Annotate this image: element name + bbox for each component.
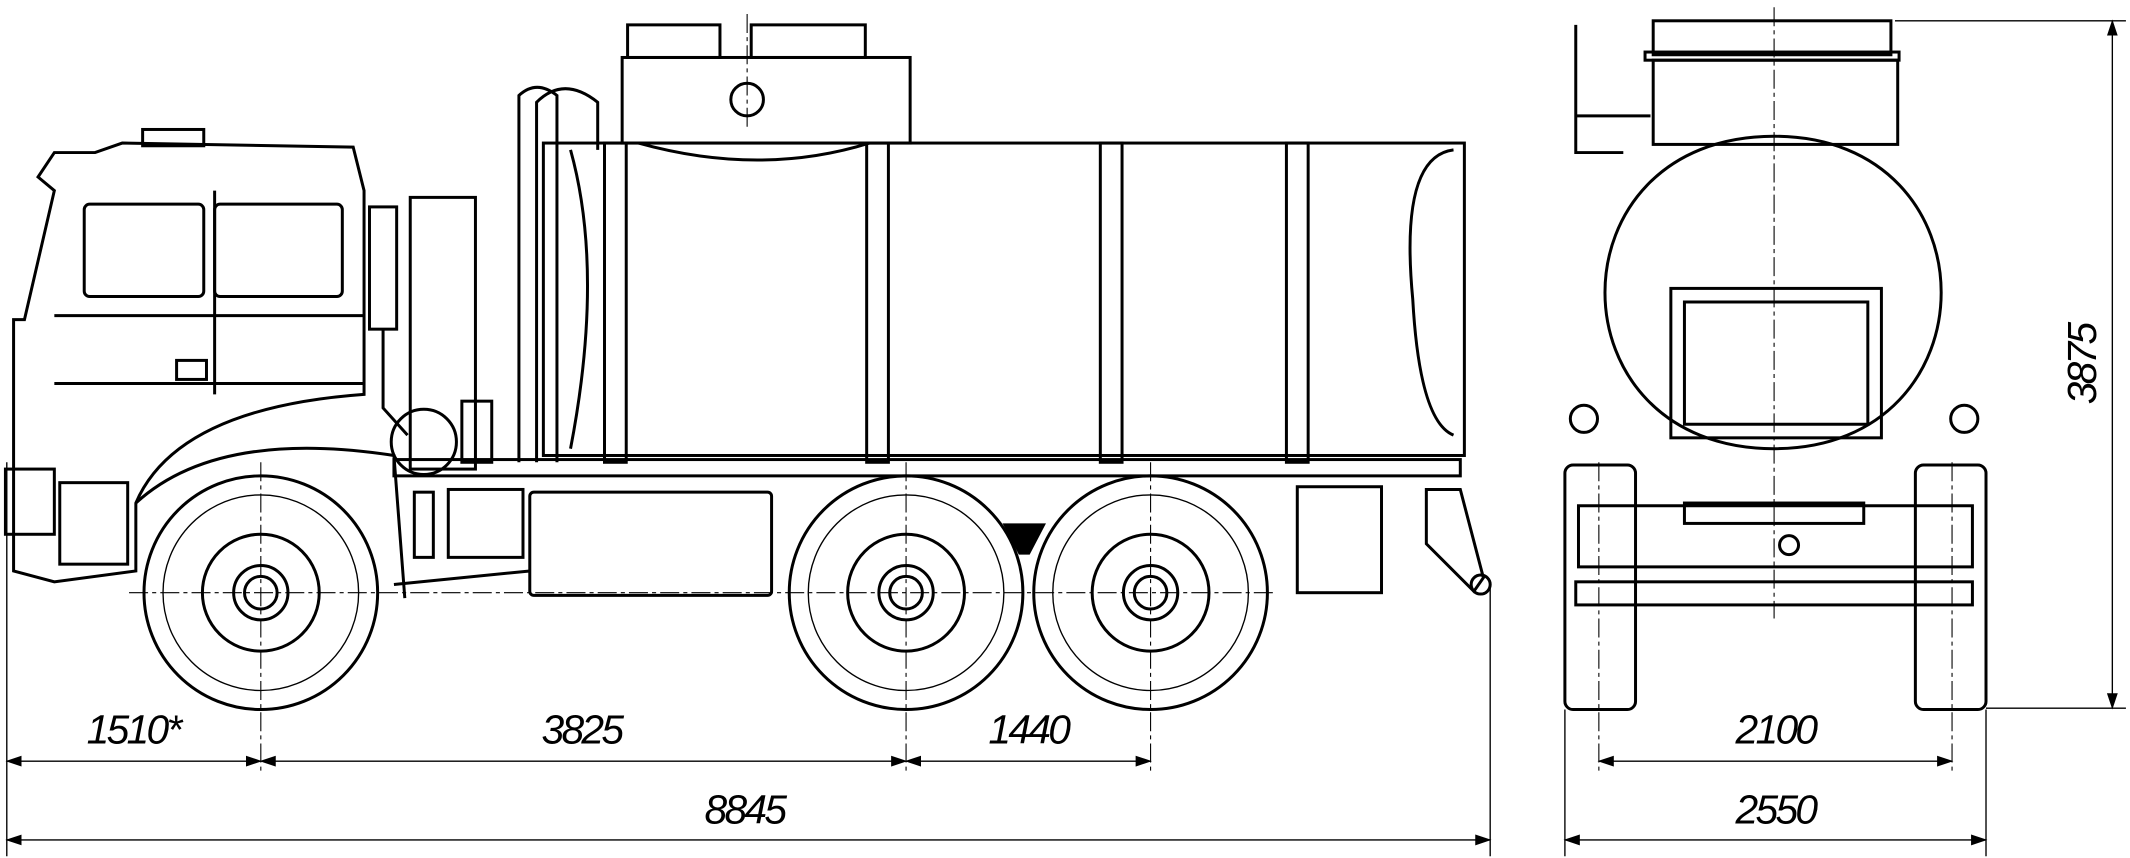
dim-front-overhang: 1510* <box>87 706 184 752</box>
dim-overall-width: 2550 <box>1735 787 1819 833</box>
center-lines <box>129 14 1277 775</box>
equipment <box>367 85 600 559</box>
cab <box>3 127 407 599</box>
tank-supports <box>603 141 1310 464</box>
side-dimensions: 1510* 3825 1440 8845 <box>5 462 1492 857</box>
chassis <box>392 458 1492 597</box>
tank <box>541 23 1466 464</box>
front-dimensions: 2100 2550 3875 <box>1563 19 2126 857</box>
dim-overall-height: 3875 <box>2059 322 2105 405</box>
side-view: 1510* 3825 1440 8845 <box>3 14 1492 857</box>
dim-track: 2100 <box>1735 706 1819 752</box>
dim-overall-length: 8845 <box>705 787 788 833</box>
dim-wheelbase-front: 3825 <box>542 706 625 752</box>
front-view: 2100 2550 3875 <box>1563 7 2126 857</box>
dim-wheelbase-rear: 1440 <box>988 706 1071 752</box>
